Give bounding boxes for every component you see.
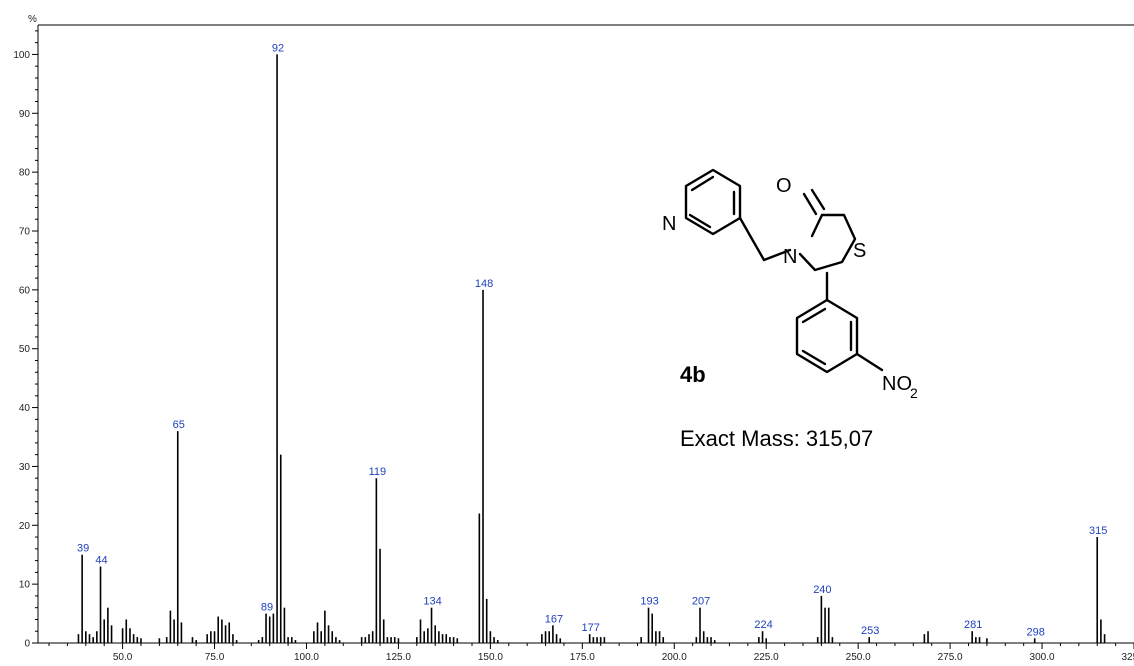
peak-label: 253: [861, 625, 879, 637]
y-tick-label: 70: [19, 227, 31, 238]
y-tick-label: 60: [19, 285, 31, 296]
peak-label: 134: [423, 596, 441, 608]
peak-label: 148: [475, 278, 493, 290]
peak-label: 224: [754, 619, 772, 631]
pyridine-double-bond: [690, 175, 715, 192]
chemical-structure: N N O S NO 2: [662, 168, 918, 401]
phenyl-double-bond: [801, 349, 827, 366]
x-tick-label: 100.0: [294, 652, 319, 663]
exact-mass: Exact Mass: 315,07: [680, 426, 874, 451]
x-tick-label: 150.0: [478, 652, 503, 663]
y-tick-label: 40: [19, 403, 31, 414]
x-tick-label: 300.0: [1030, 652, 1055, 663]
y-tick-label: 10: [19, 580, 31, 591]
chart-axes: % 0 10 20 30 40 50 60 70 80 90 100 50.0 75.0 100.0 125.…: [13, 14, 1134, 663]
x-tick-label: 125.0: [386, 652, 411, 663]
chart-peak-labels: 39 44 65 89 92 119 134 148 167 177 193 207 224 240 253…: [77, 42, 1107, 638]
carbonyl-oxygen: O: [776, 175, 792, 197]
phenyl-double-bond: [801, 307, 827, 324]
y-tick-label: 30: [19, 462, 31, 473]
nitro-bond: [855, 352, 884, 372]
y-axis-label: %: [28, 14, 37, 25]
peak-label: 65: [173, 419, 185, 431]
thiazolidinone-ring: [798, 213, 857, 272]
x-tick-label: 275.0: [938, 652, 963, 663]
y-tick-label: 0: [24, 639, 30, 650]
methylene-linker: [738, 216, 792, 262]
carbonyl-bond: [802, 192, 818, 216]
peak-label: 281: [964, 619, 982, 631]
x-tick-label: 50.0: [113, 652, 133, 663]
y-tick-label: 100: [13, 50, 30, 61]
carbonyl-bond: [810, 188, 826, 211]
y-tick-label: 90: [19, 109, 31, 120]
y-tick-label: 50: [19, 344, 31, 355]
peak-label: 92: [272, 42, 284, 54]
pyridine-ring: [684, 168, 742, 236]
peak-label: 177: [581, 622, 599, 634]
peak-label: 167: [545, 613, 563, 625]
x-tick-label: 325.0: [1121, 652, 1134, 663]
pyridine-nitrogen: N: [662, 213, 676, 235]
pyridine-double-bond: [688, 213, 712, 229]
chart-peaks: [77, 54, 1106, 643]
peak-label: 207: [692, 596, 710, 608]
peak-label: 44: [95, 554, 107, 566]
peak-label: 315: [1089, 525, 1107, 537]
nitro-subscript: 2: [910, 385, 918, 401]
peak-label: 193: [640, 596, 658, 608]
x-tick-label: 175.0: [570, 652, 595, 663]
peak-label: 89: [261, 602, 273, 614]
peak-label: 298: [1027, 626, 1045, 638]
phenyl-ring: [795, 298, 859, 374]
y-tick-label: 20: [19, 521, 31, 532]
y-tick-label: 80: [19, 168, 31, 179]
peak-label: 240: [813, 584, 831, 596]
x-tick-label: 225.0: [754, 652, 779, 663]
peak-label: 119: [369, 466, 387, 478]
peak-label: 39: [77, 543, 89, 555]
amide-nitrogen: N: [783, 246, 797, 268]
x-tick-label: 75.0: [205, 652, 225, 663]
x-tick-label: 200.0: [662, 652, 687, 663]
x-tick-label: 250.0: [846, 652, 871, 663]
compound-label: 4b: [680, 362, 706, 387]
nitro-group: NO: [882, 373, 912, 395]
sulfur-atom: S: [853, 240, 866, 262]
